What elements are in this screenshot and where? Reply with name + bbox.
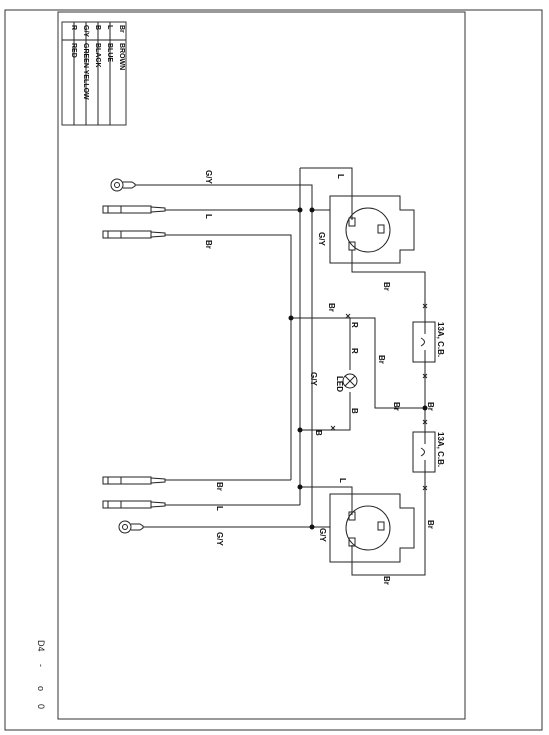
label-mid-br1: Br bbox=[392, 402, 401, 411]
label-top-br: Br bbox=[204, 240, 213, 249]
legend-code-3: G/Y bbox=[82, 25, 89, 37]
side-mark-o1: o bbox=[36, 686, 46, 691]
legend-name-0: BROWN bbox=[118, 43, 125, 70]
top-breaker-label: 13A, C.B. bbox=[436, 322, 445, 357]
side-mark-o2: 0 bbox=[36, 704, 46, 709]
inner-frame bbox=[57, 11, 466, 720]
label-led-r2: R bbox=[350, 348, 359, 354]
legend-code-4: R bbox=[70, 25, 77, 30]
top-socket bbox=[329, 195, 415, 264]
top-ground-ring-terminal bbox=[110, 178, 136, 192]
legend-name-3: GREEN YELLOW bbox=[82, 43, 89, 100]
side-marks: D4 - o 0 bbox=[36, 640, 46, 709]
top-pin-terminal-1 bbox=[102, 205, 166, 214]
label-top-gy-socket: G/Y bbox=[317, 232, 326, 246]
label-bottom-br: Br bbox=[215, 482, 224, 491]
label-led-b2: B bbox=[314, 430, 323, 436]
legend-code-2: B bbox=[94, 25, 101, 30]
top-circuit-breaker: 13A, C.B. bbox=[412, 321, 445, 363]
label-bottom-gy-socket: G/Y bbox=[318, 528, 327, 542]
wire-labels: G/Y L Br L G/Y Br Br R R Br G/Y B B Br B… bbox=[204, 170, 435, 585]
bottom-pin-terminal-1 bbox=[102, 476, 166, 485]
legend-name-2: BLACK bbox=[94, 43, 101, 68]
label-gy-slash: G/Y bbox=[309, 372, 318, 386]
label-bottom-l-socket: L bbox=[338, 478, 347, 483]
label-bottom-l: L bbox=[215, 506, 224, 511]
side-mark-d4: D4 bbox=[36, 640, 46, 652]
label-mid-br2: Br bbox=[426, 402, 435, 411]
legend-name-4: RED bbox=[70, 43, 77, 58]
led-indicator: LED bbox=[335, 373, 358, 392]
side-mark-dash: - bbox=[36, 664, 46, 667]
legend-code-0: Br bbox=[118, 25, 125, 33]
label-top-gy: G/Y bbox=[204, 170, 213, 184]
label-bottom-gy: G/Y bbox=[215, 532, 224, 546]
label-led-br2: Br bbox=[377, 355, 386, 364]
color-legend: Br BROWN L BLUE B BLACK G/Y GREEN YELLOW… bbox=[61, 21, 127, 126]
label-bottom-br-out: Br bbox=[382, 576, 391, 585]
label-led-br: Br bbox=[327, 303, 336, 312]
legend-code-1: L bbox=[106, 25, 113, 30]
label-bottom-br-side: Br bbox=[426, 520, 435, 529]
bottom-pin-terminal-2 bbox=[102, 500, 166, 509]
label-led-b1: B bbox=[350, 408, 359, 414]
bottom-socket bbox=[329, 493, 415, 563]
wiring bbox=[135, 167, 428, 576]
label-top-l: L bbox=[204, 214, 213, 219]
outer-frame bbox=[4, 9, 543, 731]
label-led-r1: R bbox=[350, 322, 359, 328]
led-label: LED bbox=[335, 376, 344, 392]
bottom-circuit-breaker: 13A, C.B. bbox=[412, 431, 445, 473]
label-top-br-out: Br bbox=[382, 282, 391, 291]
label-top-l-socket: L bbox=[336, 174, 345, 179]
bottom-breaker-label: 13A, C.B. bbox=[436, 432, 445, 467]
top-pin-terminal-2 bbox=[102, 230, 166, 239]
legend-name-1: BLUE bbox=[106, 43, 113, 62]
bottom-ground-ring-terminal bbox=[118, 520, 144, 534]
